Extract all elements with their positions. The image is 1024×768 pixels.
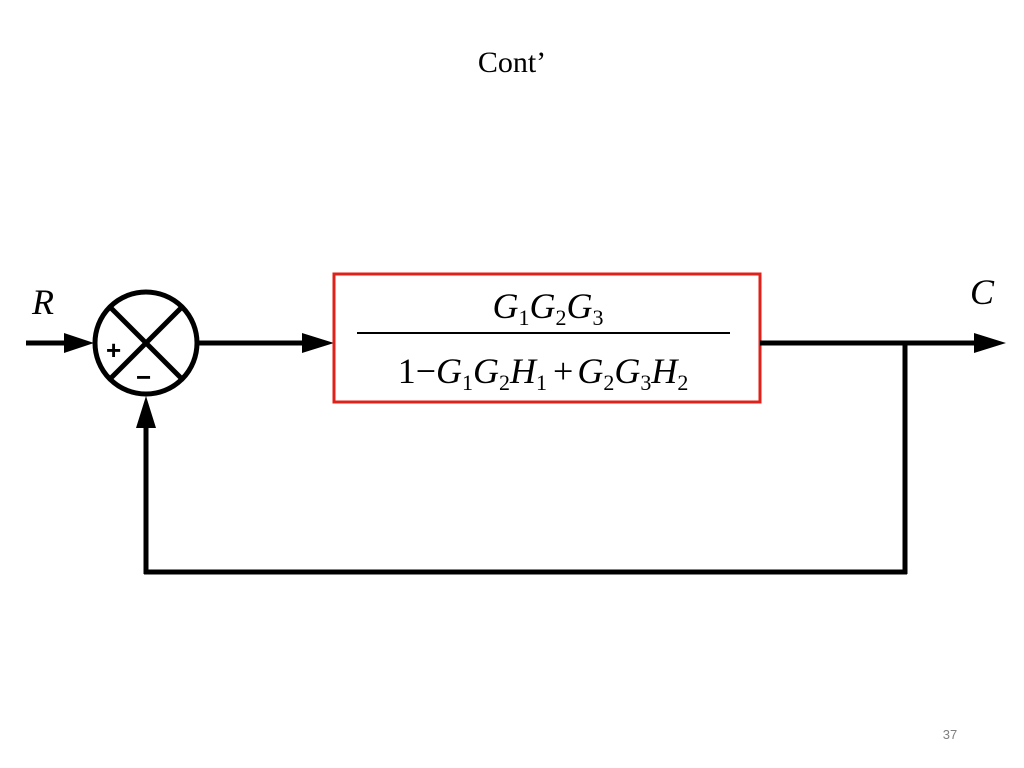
den-minus: − xyxy=(416,351,436,391)
num-sub-2: 2 xyxy=(556,305,567,330)
output-arrow xyxy=(760,333,1006,353)
den-t1-1: G xyxy=(436,351,462,391)
output-label: C xyxy=(970,272,995,312)
input-arrow xyxy=(26,333,94,353)
den-t1-sub-3: 1 xyxy=(536,370,547,395)
den-t1-3: H xyxy=(509,351,538,391)
den-leading-one: 1 xyxy=(398,351,416,391)
feedback-path xyxy=(136,343,908,575)
numerator: G1G2G3 xyxy=(493,286,604,330)
den-t2-sub-3: 2 xyxy=(677,370,688,395)
minus-sign: − xyxy=(136,362,151,392)
transfer-block xyxy=(332,272,762,404)
num-term-2: G xyxy=(530,286,556,326)
page-number: 37 xyxy=(942,727,958,742)
forward-arrow xyxy=(197,333,334,353)
den-t2-3: H xyxy=(650,351,679,391)
input-label: R xyxy=(31,282,54,322)
num-term-3: G xyxy=(567,286,593,326)
slide-title: Cont’ xyxy=(477,46,547,79)
plus-sign: + xyxy=(106,335,121,365)
den-plus: + xyxy=(553,351,573,391)
den-t2-2: G xyxy=(614,351,640,391)
num-term-1: G xyxy=(493,286,519,326)
den-t1-sub-1: 1 xyxy=(462,370,473,395)
den-t2-sub-2: 3 xyxy=(640,370,651,395)
denominator: 1−G1G2H1+G2G3H2 xyxy=(398,351,689,395)
num-sub-1: 1 xyxy=(519,305,530,330)
den-t1-2: G xyxy=(473,351,499,391)
num-sub-3: 3 xyxy=(593,305,604,330)
den-t2-sub-1: 2 xyxy=(603,370,614,395)
den-t2-1: G xyxy=(577,351,603,391)
den-t1-sub-2: 2 xyxy=(499,370,510,395)
